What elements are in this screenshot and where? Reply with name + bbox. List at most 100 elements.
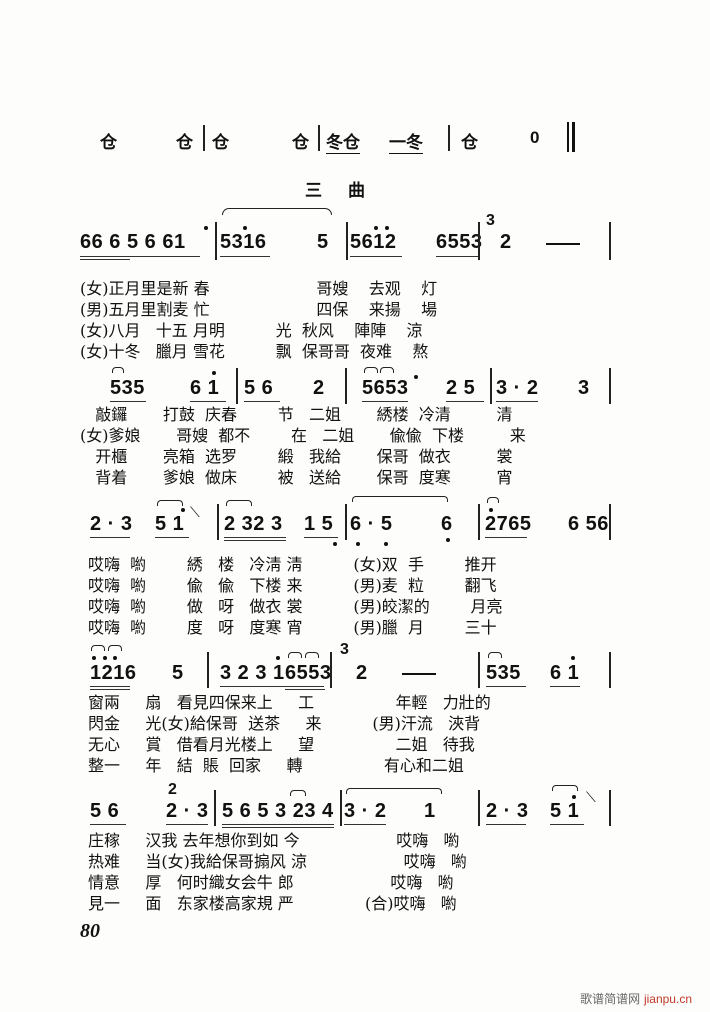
extension-dash <box>546 243 580 245</box>
slur <box>352 496 448 502</box>
notation-group: 535 <box>486 662 521 684</box>
notation-group: 2 · 3 <box>166 800 209 822</box>
notation-group: 3 <box>578 377 590 399</box>
lyric-line: 开櫃 亮箱 选罗 緞 我給 保哥 做衣 裳 <box>80 447 513 466</box>
notation-group: 6 56 <box>568 513 609 535</box>
watermark: 歌谱简谱网 jianpu.cn <box>580 990 692 1007</box>
slur <box>487 497 499 503</box>
bar-line <box>345 504 347 540</box>
perc-note: 一冬 <box>389 133 423 153</box>
notation-group: 1 5 <box>304 513 334 535</box>
page-number: 80 <box>80 920 100 942</box>
beam <box>220 686 324 687</box>
bar-line <box>490 368 492 404</box>
bar-line <box>609 652 611 688</box>
beam <box>222 827 334 828</box>
bar-line <box>478 652 480 688</box>
beam <box>224 540 286 541</box>
beam <box>285 689 325 690</box>
extension-dash <box>402 673 436 675</box>
lyric-line: 背着 爹娘 做床 被 送給 保哥 度寒 宵 <box>80 468 513 487</box>
beam <box>80 259 130 260</box>
notation-group: 2 <box>356 662 368 684</box>
perc-note: 仓 <box>176 133 193 153</box>
beam <box>496 401 538 402</box>
beam <box>190 401 226 402</box>
bar-line <box>346 222 348 260</box>
bar-line <box>448 125 450 151</box>
bar-line <box>217 504 219 540</box>
notation-group: 5 1 <box>155 513 185 535</box>
bar-line <box>318 125 320 151</box>
beam <box>486 686 526 687</box>
lyric-line: 哎嗨 喲 度 呀 度寒 宵 (男)臘 月 三十 <box>88 618 497 637</box>
notation-group: 5 1 <box>550 800 580 822</box>
octave-dot <box>571 656 575 660</box>
lyric-line: (女)正月里是新 春 哥嫂 去观 灯 <box>80 279 438 298</box>
section-title: 三曲 <box>305 181 391 201</box>
lyric-line: (女)八月 十五 月明 光 秋风 陣陣 涼 <box>80 321 423 340</box>
low-octave-dot <box>446 538 450 542</box>
beam <box>155 537 189 538</box>
low-octave-dot <box>384 542 388 546</box>
perc-note: 仓 <box>212 133 229 153</box>
notation-group: 6 <box>441 513 453 535</box>
octave-dot <box>374 226 378 230</box>
slur <box>157 500 183 506</box>
grace-note: 2 <box>168 781 178 798</box>
octave-dot <box>181 508 185 512</box>
notation-group: 6 1 <box>190 377 220 399</box>
slur <box>290 790 306 796</box>
perc-rest: 0 <box>530 128 540 147</box>
slur <box>288 652 302 658</box>
lyric-line: 无心 賞 借看月光楼上 望 二姐 待我 <box>88 735 475 754</box>
lyrics-block: 哎嗨 喲 綉 楼 冷淸 淸 (女)双 手 推开 哎嗨 喲 偸 偸 下楼 来 (男… <box>88 554 503 638</box>
lyric-line: 庄稼 汉我 去年想你到如 今 哎嗨 喲 <box>88 831 460 850</box>
bar-line <box>478 222 480 260</box>
bar-line <box>330 652 332 688</box>
notation-group: 2 <box>313 377 325 399</box>
beam <box>304 537 338 538</box>
low-octave-dot <box>333 542 337 546</box>
octave-dot <box>113 656 117 660</box>
notation-group: 2 5 <box>446 377 476 399</box>
perc-note: 仓 <box>292 133 309 153</box>
lyric-line: 整一 年 結 賬 回家 轉 有心和二姐 <box>88 756 464 775</box>
beam <box>224 537 286 538</box>
beam <box>485 537 527 538</box>
triplet-mark: 3 <box>340 641 350 658</box>
watermark-cn: 歌谱简谱网 <box>580 992 641 1006</box>
beam <box>90 824 126 825</box>
beam <box>486 824 526 825</box>
beam <box>244 401 280 402</box>
lyrics-block: 庄稼 汉我 去年想你到如 今 哎嗨 喲 热难 当(女)我給保哥搧风 涼 哎嗨 喲… <box>88 830 467 914</box>
lyric-line: (女)十冬 臘月 雪花 飘 保哥哥 夜难 熬 <box>80 342 429 361</box>
beam <box>362 401 408 402</box>
slur <box>552 785 578 791</box>
beam <box>446 401 484 402</box>
beam <box>550 686 580 687</box>
notation-group: 2 <box>500 231 512 253</box>
octave-dot <box>243 226 247 230</box>
notation-group: 3 · 2 <box>344 800 387 822</box>
octave-dot <box>212 371 216 375</box>
beam <box>436 256 478 257</box>
octave-dot <box>572 795 576 799</box>
notation-group: 535 <box>110 377 145 399</box>
notation-group: 5 <box>172 662 184 684</box>
notation-group: 2765 <box>485 513 532 535</box>
bar-line <box>236 368 238 404</box>
staccato-dot <box>414 375 418 379</box>
notation-group: 66 6 5 6 61 <box>80 231 186 253</box>
lyric-line: (女)爹娘 哥嫂 都不 在 二姐 偸偸 下楼 来 <box>80 426 526 445</box>
notation-group: 2 · 3 <box>90 513 133 535</box>
bar-line <box>340 790 342 826</box>
octave-dot <box>489 508 493 512</box>
beam <box>344 824 386 825</box>
lyric-line: 敲鑼 打鼓 庆春 节 二姐 綉楼 冷清 清 <box>80 405 513 424</box>
notation-group: 6 · 5 <box>350 513 393 535</box>
notation-group: 5 <box>317 231 329 253</box>
glissando-icon: ⟍ <box>586 790 596 806</box>
lyric-line: 哎嗨 喲 綉 楼 冷淸 淸 (女)双 手 推开 <box>88 555 497 574</box>
lyric-line: 窗兩 扇 看見四保来上 工 年輕 力壯的 <box>88 693 491 712</box>
